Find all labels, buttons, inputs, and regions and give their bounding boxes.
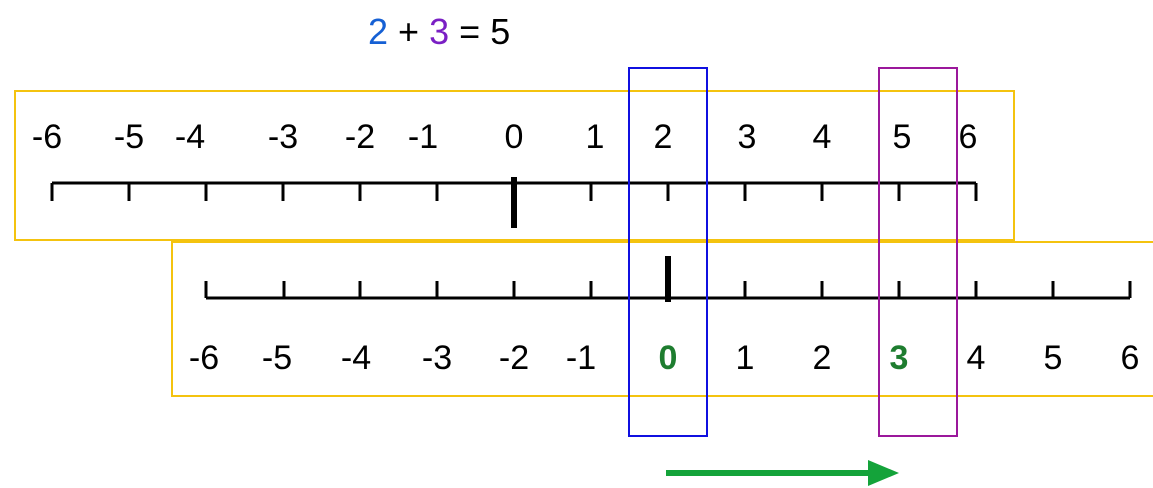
- bottom-line-tick-label: -2: [499, 339, 529, 377]
- top-line-tick-label: 1: [586, 118, 605, 156]
- top-line-tick-label: -1: [408, 118, 438, 156]
- bottom-line-tick-label: -5: [262, 339, 292, 377]
- bottom-line-tick-label: 6: [1121, 339, 1140, 377]
- bottom-number-line-frame: [171, 241, 1153, 397]
- bottom-line-tick-label: 5: [1044, 339, 1063, 377]
- purple-alignment-box: [878, 67, 958, 437]
- top-line-tick-label: 4: [813, 118, 832, 156]
- equation: 2 + 3 = 5: [368, 10, 510, 54]
- bottom-line-tick-label: -1: [566, 339, 596, 377]
- top-number-line: -6 -5 -4 -3 -2 -1 0 1 2 3 4 5 6: [32, 118, 978, 228]
- top-line-tick-label: -2: [345, 118, 375, 156]
- equation-plus-sign: +: [398, 11, 420, 52]
- top-line-tick-label: 3: [738, 118, 757, 156]
- bottom-line-tick-label: -4: [341, 339, 371, 377]
- blue-alignment-box: [628, 67, 708, 437]
- arrow-head: [868, 460, 899, 486]
- bottom-line-tick-label: -3: [422, 339, 452, 377]
- bottom-line-tick-label: 4: [967, 339, 986, 377]
- top-line-tick-label: 5: [893, 118, 912, 156]
- right-arrow: [666, 460, 899, 486]
- equation-first-addend: 2: [368, 11, 389, 52]
- equation-result: 5: [490, 11, 511, 52]
- top-line-tick-label: 6: [959, 118, 978, 156]
- equation-equals-sign: =: [459, 11, 481, 52]
- bottom-line-tick-label: 2: [813, 339, 832, 377]
- bottom-line-tick-label: -6: [189, 339, 219, 377]
- equation-second-addend: 3: [429, 11, 450, 52]
- bottom-line-tick-label: 0: [659, 339, 678, 377]
- top-line-tick-label: -5: [114, 118, 144, 156]
- top-line-tick-label: -6: [32, 118, 62, 156]
- top-line-tick-label: -4: [175, 118, 205, 156]
- top-line-tick-label: 0: [505, 118, 524, 156]
- top-number-line-frame: [14, 90, 1015, 241]
- bottom-line-tick-label: 1: [736, 339, 755, 377]
- bottom-line-tick-label: 3: [890, 339, 909, 377]
- top-line-tick-label: -3: [268, 118, 298, 156]
- bottom-number-line: -6 -5 -4 -3 -2 -1 0 1 2 3 4 5 6: [189, 256, 1140, 377]
- top-line-tick-label: 2: [654, 118, 673, 156]
